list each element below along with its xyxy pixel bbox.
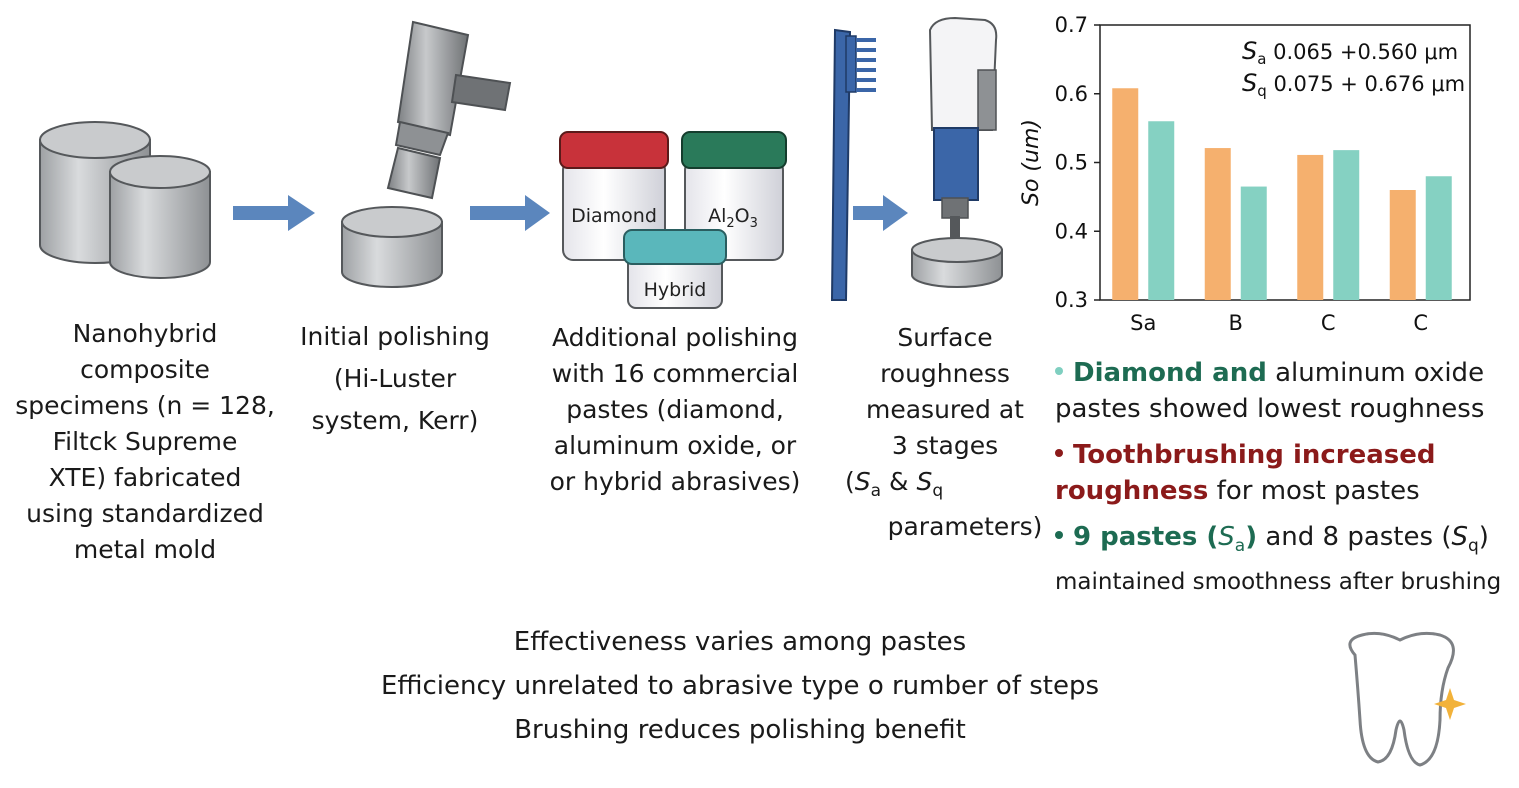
bar-1-2 (1204, 148, 1231, 300)
bullet-dot-icon (1055, 366, 1063, 375)
y-tick-label: 0.6 (1055, 82, 1088, 106)
conclusion-line: Effectiveness varies among pastes (513, 627, 967, 657)
bar-1-1 (1112, 88, 1139, 300)
conclusions: Effectiveness varies among pastes Effici… (380, 620, 1100, 752)
findings-list: Diamond and aluminum oxide pastes showed… (1055, 355, 1515, 610)
roughness-bar-chart: 0.3 0.4 0.5 0.6 0.7 Sa B C C So (um) Sa 0.065 +… (1019, 13, 1471, 335)
bullet-dot-icon (1055, 448, 1063, 457)
bar-2-3 (1333, 150, 1360, 300)
hybrid-paste-jar-icon: Hybrid (623, 229, 727, 309)
x-tick-label: B (1229, 311, 1243, 335)
x-tick-label: C (1321, 311, 1336, 335)
arrow-icon (470, 195, 550, 231)
toothbrush-icon (830, 28, 876, 301)
arrow-icon (853, 195, 908, 231)
annotation-sa: Sa 0.065 +0.560 μm (1242, 37, 1458, 68)
bar-2-2 (1240, 186, 1267, 300)
x-tick-label: Sa (1130, 311, 1156, 335)
y-axis-label: So (um) (1019, 119, 1044, 206)
bar-2-1 (1148, 121, 1175, 300)
y-tick-label: 0.5 (1055, 151, 1088, 175)
composite-specimens-icon (39, 121, 211, 279)
sparkle-icon (1434, 688, 1466, 720)
diamond-jar-label: Diamond (571, 205, 657, 227)
al2o3-jar-label: Al2O3 (708, 205, 758, 231)
bar-2-4 (1425, 176, 1452, 300)
conclusion-line: Brushing reduces polishing benefit (514, 715, 966, 745)
polishing-handpiece-icon (341, 20, 512, 288)
y-tick-label: 0.7 (1055, 13, 1088, 37)
arrow-icon (233, 195, 315, 231)
y-tick-label: 0.3 (1055, 288, 1088, 312)
tooth-icon (1348, 631, 1466, 767)
y-tick-label: 0.4 (1055, 219, 1088, 243)
annotation-sq: Sq 0.075 + 0.676 μm (1242, 69, 1465, 100)
bar-1-4 (1389, 190, 1416, 300)
hybrid-jar-label: Hybrid (644, 279, 707, 301)
conclusion-line: Efficiency unrelated to abrasive type o … (380, 671, 1100, 701)
finding-item: Toothbrushing increased roughness for mo… (1055, 440, 1436, 506)
x-tick-label: C (1413, 311, 1428, 335)
finding-item: Diamond and aluminum oxide pastes showed… (1055, 358, 1485, 424)
bar-1-3 (1297, 154, 1324, 300)
bullet-dot-icon (1055, 530, 1063, 539)
finding-item: 9 pastes (Sa) and 8 pastes (Sq) maintain… (1055, 522, 1502, 596)
profilometer-icon (911, 16, 1003, 288)
